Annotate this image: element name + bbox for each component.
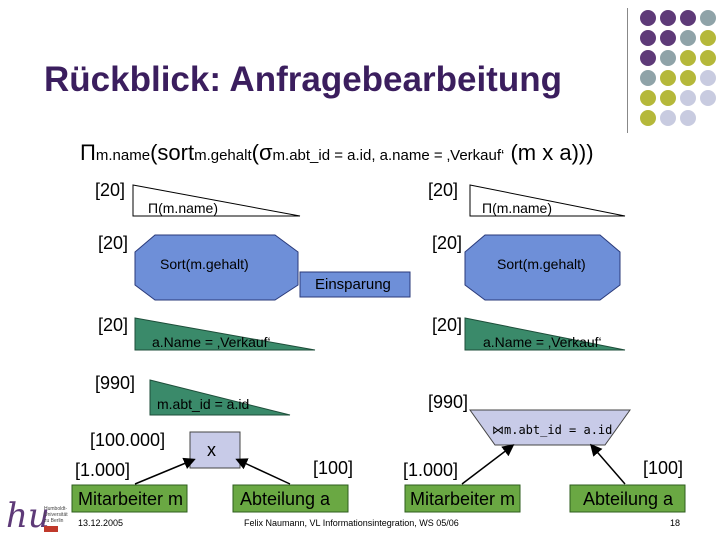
left-mitarbeiter-box <box>71 484 188 513</box>
right-projection-shape <box>469 184 626 217</box>
savings-label: Einsparung <box>315 276 391 293</box>
left-sort-label: Sort(m.gehalt) <box>160 256 249 272</box>
left-sel-count: [20] <box>98 315 129 335</box>
left-cross-count: [100.000] <box>90 430 166 450</box>
right-a-label: Abteilung a <box>583 489 674 509</box>
right-mitarbeiter-box <box>404 484 521 513</box>
logo-text-3: zu Berlin <box>44 518 64 524</box>
right-m-count: [1.000] <box>403 460 459 480</box>
left-a-count: [100] <box>313 458 354 478</box>
query-formula: Πm.name(sortm.gehalt(σm.abt_id = a.id, a… <box>80 140 594 166</box>
cross-label: x <box>207 440 216 460</box>
left-m-label: Mitarbeiter m <box>78 489 184 509</box>
right-join-label: ⋈m.abt_id = a.id <box>492 423 613 437</box>
sort-op: (sort <box>150 140 195 165</box>
right-m-label: Mitarbeiter m <box>410 489 516 509</box>
logo-text-2: Universität <box>44 512 68 518</box>
left-selection-shape <box>134 317 316 351</box>
right-proj-count: [20] <box>428 180 459 200</box>
right-proj-label: Π(m.name) <box>482 200 553 216</box>
sort-subscript: m.gehalt <box>194 147 252 164</box>
right-join-shape <box>469 409 631 446</box>
left-proj-count: [20] <box>95 180 126 200</box>
right-join-count: [990] <box>428 392 469 412</box>
arrow-m-to-join <box>461 444 515 485</box>
left-join-label: m.abt_id = a.id <box>157 396 250 412</box>
left-sort-count: [20] <box>98 233 129 253</box>
slide-title: Rückblick: Anfragebearbeitung <box>44 60 562 99</box>
left-m-count: [1.000] <box>75 460 131 480</box>
decorative-dot-grid <box>640 10 720 135</box>
left-join-count: [990] <box>95 373 136 393</box>
left-sel-label: a.Name = ‚Verkauf‘ <box>152 334 271 350</box>
logo-letters: hu <box>6 496 50 536</box>
sigma-op: (σ <box>251 140 273 165</box>
arrow-a-to-join <box>590 443 626 485</box>
footer-date: 13.12.2005 <box>78 518 124 528</box>
right-a-count: [100] <box>643 458 684 478</box>
cross-product-box <box>189 431 241 469</box>
left-sort-shape <box>134 234 299 301</box>
right-sel-label: a.Name = ‚Verkauf‘ <box>483 334 602 350</box>
pi-symbol: Π <box>80 140 96 165</box>
right-sort-shape <box>464 234 621 301</box>
right-sort-count: [20] <box>432 233 463 253</box>
left-proj-label: Π(m.name) <box>148 200 219 216</box>
left-a-label: Abteilung a <box>240 489 331 509</box>
footer-page: 18 <box>670 518 681 528</box>
arrow-a-to-cross <box>235 458 291 485</box>
logo-red-bar <box>44 526 58 532</box>
footer-center: Felix Naumann, VL Informationsintegratio… <box>244 518 459 528</box>
right-sort-label: Sort(m.gehalt) <box>497 256 586 272</box>
left-projection-shape <box>132 184 301 217</box>
right-abteilung-box <box>569 484 686 513</box>
formula-tail: (m x a))) <box>504 140 594 165</box>
logo-text-1: Humboldt- <box>44 506 68 512</box>
pi-subscript: m.name <box>95 147 151 164</box>
university-logo: hu Humboldt- Universität zu Berlin <box>6 496 68 536</box>
right-selection-shape <box>464 317 626 351</box>
right-sel-count: [20] <box>432 315 463 335</box>
sigma-subscript: m.abt_id = a.id, a.name = ‚Verkauf‘ <box>272 147 505 164</box>
left-join-shape <box>149 379 291 416</box>
einsparung-box <box>299 271 411 298</box>
left-abteilung-box <box>232 484 349 513</box>
title-divider-line <box>627 8 628 133</box>
arrow-m-to-cross <box>134 457 196 485</box>
